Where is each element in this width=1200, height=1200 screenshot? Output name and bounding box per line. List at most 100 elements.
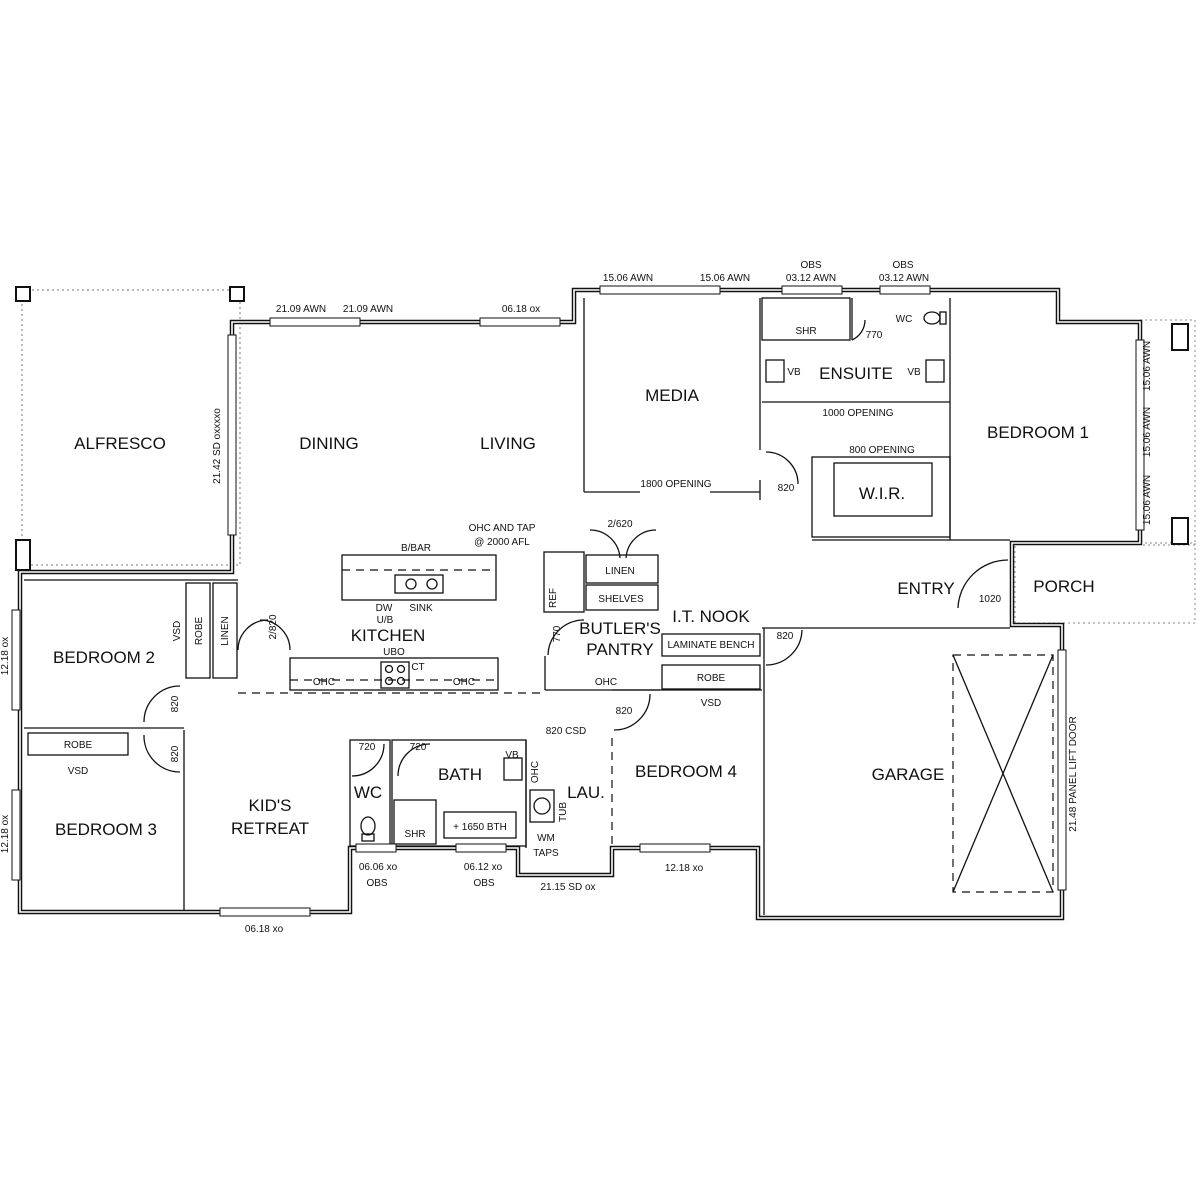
external-walls — [17, 287, 1143, 921]
room-label-garage: GARAGE — [872, 765, 945, 784]
room-label-bedroom-1: BEDROOM 1 — [987, 423, 1089, 442]
win-obs-1: OBS — [800, 260, 821, 271]
label-ubo: UBO — [383, 647, 405, 658]
basin-icon — [503, 359, 945, 823]
label-vb-bath: VB — [505, 750, 519, 761]
label-bth: + 1650 BTH — [453, 822, 507, 833]
dim-1000-opening: 1000 OPENING — [822, 408, 893, 419]
room-label-butlers-pantry-2: PANTRY — [586, 640, 653, 659]
room-label-ensuite: ENSUITE — [819, 364, 893, 383]
toilet-icon — [360, 311, 947, 842]
win-obs-bath: OBS — [473, 878, 494, 889]
room-label-media: MEDIA — [645, 386, 700, 405]
room-label-bedroom-2: BEDROOM 2 — [53, 648, 155, 667]
room-label-porch: PORCH — [1033, 577, 1094, 596]
label-shr-ensuite: SHR — [795, 326, 816, 337]
dim-820-csd: 820 CSD — [546, 726, 587, 737]
garage-door-label: 21.48 PANEL LIFT DOOR — [1068, 716, 1079, 831]
win-0618-bottom: 06.18 xo — [245, 924, 284, 935]
label-sink: SINK — [409, 603, 433, 614]
room-label-kids-retreat-2: RETREAT — [231, 819, 309, 838]
win-0606: 06.06 xo — [359, 862, 398, 873]
dim-800-opening: 800 OPENING — [849, 445, 915, 456]
label-ct: CT — [411, 662, 424, 673]
label-robe-nook: ROBE — [697, 673, 726, 684]
label-vb-left: VB — [787, 367, 801, 378]
label-ref: REF — [548, 588, 559, 608]
room-label-wc: WC — [354, 783, 382, 802]
label-bbar: B/BAR — [401, 543, 431, 554]
dim-720-bath: 720 — [410, 742, 427, 753]
room-label-bedroom-4: BEDROOM 4 — [635, 762, 737, 781]
label-shr-bath: SHR — [404, 829, 425, 840]
room-label-kids-retreat: KID'S — [249, 796, 292, 815]
cooktop-icon — [380, 661, 410, 689]
dim-770-ensuite: 770 — [866, 330, 883, 341]
dim-820-bed3: 820 — [170, 745, 181, 762]
win-0612: 06.12 xo — [464, 862, 503, 873]
dim-820-bed2: 820 — [170, 695, 181, 712]
dim-820-bed4: 820 — [616, 706, 633, 717]
win-2109-b: 21.09 AWN — [343, 304, 393, 315]
win-2115: 21.15 SD ox — [540, 882, 595, 893]
win-2109-a: 21.09 AWN — [276, 304, 326, 315]
room-label-wir: W.I.R. — [859, 484, 905, 503]
win-1218-left-1: 12.18 ox — [0, 637, 11, 675]
dim-820-garage: 820 — [777, 631, 794, 642]
label-ohc-kitchen-right: OHC — [453, 677, 475, 688]
win-1218-bed4: 12.18 xo — [665, 863, 704, 874]
win-1506-a: 15.06 AWN — [603, 273, 653, 284]
label-dw: DW — [376, 603, 393, 614]
label-vsd-bed3: VSD — [68, 766, 89, 777]
label-linen-pantry: LINEN — [605, 566, 634, 577]
label-ohc-kitchen-left: OHC — [313, 677, 335, 688]
window-markers — [11, 285, 1145, 917]
win-0618-top: 06.18 ox — [502, 304, 540, 315]
room-label-laundry: LAU. — [567, 783, 605, 802]
room-label-alfresco: ALFRESCO — [74, 434, 166, 453]
win-obs-wc: OBS — [366, 878, 387, 889]
label-wc-ensuite: WC — [896, 314, 913, 325]
label-ohc-laundry: OHC — [530, 761, 541, 783]
room-label-butlers-pantry: BUTLER'S — [579, 619, 661, 638]
dim-820-wir: 820 — [778, 483, 795, 494]
dim-2-820: 2/820 — [268, 614, 279, 639]
dim-1800-opening: 1800 OPENING — [640, 479, 711, 490]
label-robe-bed3: ROBE — [64, 740, 93, 751]
dim-1020: 1020 — [979, 594, 1002, 605]
label-vsd-bed2: VSD — [172, 621, 183, 642]
label-ub: U/B — [377, 615, 394, 626]
room-label-living: LIVING — [480, 434, 536, 453]
label-robe-bed2: ROBE — [194, 617, 205, 646]
win-0312-b: 03.12 AWN — [879, 273, 929, 284]
room-label-kitchen: KITCHEN — [351, 626, 426, 645]
label-ohc-pantry: OHC — [595, 677, 617, 688]
win-1506-r2: 15.06 AWN — [1142, 407, 1153, 457]
room-label-entry: ENTRY — [897, 579, 954, 598]
label-tub: TUB — [558, 802, 569, 822]
label-laminate-bench: LAMINATE BENCH — [667, 640, 754, 651]
win-2142: 21.42 SD oxxxxo — [212, 408, 223, 484]
internal-walls — [24, 297, 1054, 915]
dim-2-620: 2/620 — [607, 519, 632, 530]
dim-720-wc: 720 — [359, 742, 376, 753]
win-obs-2: OBS — [892, 260, 913, 271]
win-1218-left-2: 12.18 ox — [0, 815, 11, 853]
label-ohc-tap-1: OHC AND TAP — [469, 523, 536, 534]
kitchen-sink-icon — [394, 574, 444, 594]
room-label-dining: DINING — [299, 434, 359, 453]
room-label-bedroom-3: BEDROOM 3 — [55, 820, 157, 839]
room-label-it-nook: I.T. NOOK — [672, 607, 750, 626]
label-wm: WM — [537, 833, 555, 844]
win-1506-r3: 15.06 AWN — [1142, 475, 1153, 525]
label-linen-hall: LINEN — [220, 616, 231, 645]
label-taps: TAPS — [533, 848, 559, 859]
win-1506-r1: 15.06 AWN — [1142, 341, 1153, 391]
win-1506-b: 15.06 AWN — [700, 273, 750, 284]
dim-770-pantry: 770 — [552, 625, 563, 642]
door-swings — [143, 319, 1009, 777]
room-label-bath: BATH — [438, 765, 482, 784]
label-ohc-tap-2: @ 2000 AFL — [474, 537, 530, 548]
label-shelves: SHELVES — [598, 594, 644, 605]
